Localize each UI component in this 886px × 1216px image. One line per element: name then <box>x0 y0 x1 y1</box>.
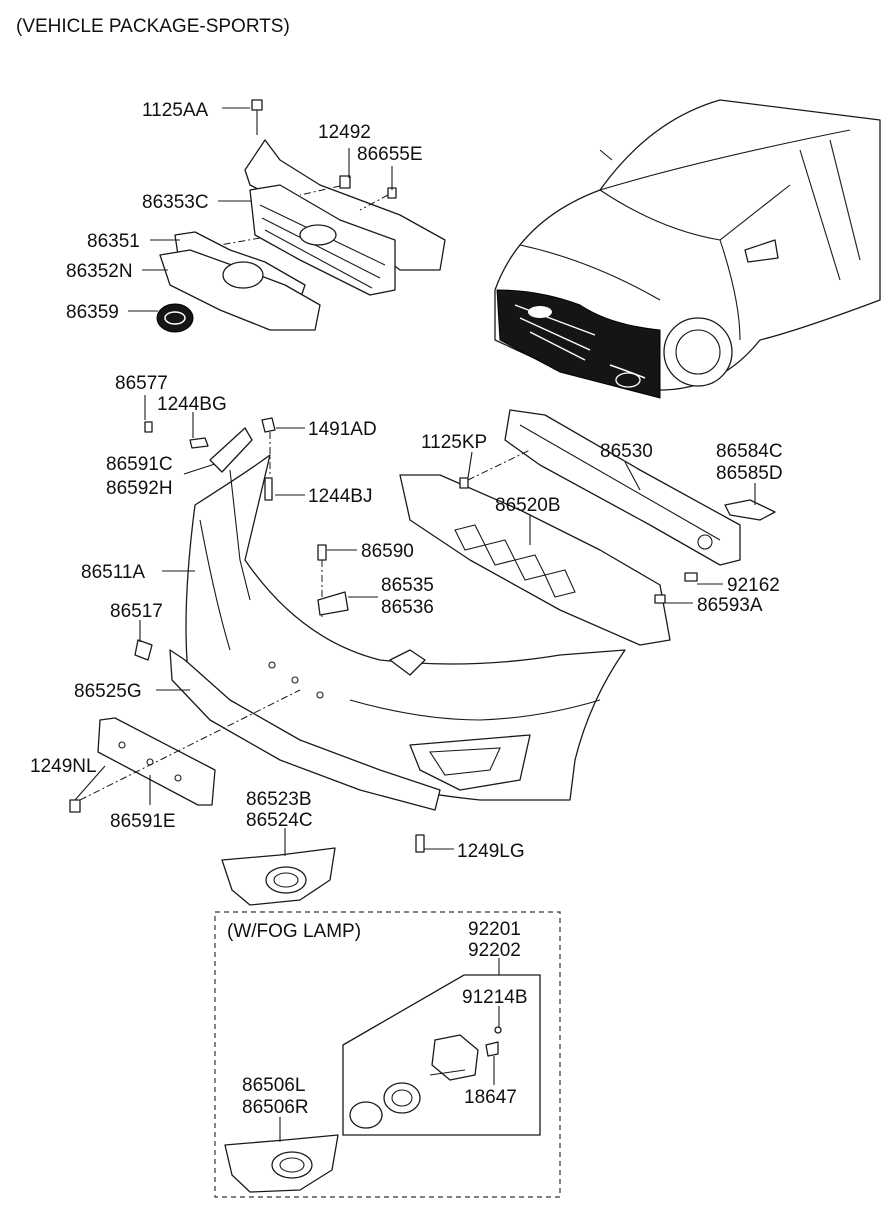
label-92202: 92202 <box>468 940 521 961</box>
label-1249NL: 1249NL <box>30 756 97 777</box>
label-86520B: 86520B <box>495 495 561 516</box>
fog-lamp-box <box>214 911 561 1198</box>
vehicle-illustration <box>494 99 881 399</box>
label-86524C: 86524C <box>246 810 313 831</box>
label-86584C: 86584C <box>716 441 783 462</box>
label-12492: 12492 <box>318 122 371 143</box>
label-86590: 86590 <box>361 541 414 562</box>
license-bracket-group <box>69 689 425 853</box>
label-86525G: 86525G <box>74 681 142 702</box>
label-86577: 86577 <box>115 373 168 394</box>
part-labels: 1125AA 12492 86655E 86353C 86351 86352N … <box>30 100 783 1118</box>
label-1249LG: 1249LG <box>457 841 525 862</box>
grille-assembly <box>156 99 446 333</box>
bumper-cover <box>134 454 626 811</box>
label-86506R: 86506R <box>242 1097 309 1118</box>
fog-lamp-inset <box>342 974 541 1136</box>
label-86523B: 86523B <box>246 789 312 810</box>
label-86359: 86359 <box>66 302 119 323</box>
label-86592H: 86592H <box>106 478 173 499</box>
label-92201: 92201 <box>468 919 521 940</box>
label-86591E: 86591E <box>110 811 176 832</box>
label-1125AA: 1125AA <box>142 100 209 121</box>
label-18647: 18647 <box>464 1087 517 1108</box>
label-1244BG: 1244BG <box>157 394 227 415</box>
label-86353C: 86353C <box>142 192 209 213</box>
label-86535: 86535 <box>381 575 434 596</box>
label-91214B: 91214B <box>462 987 528 1008</box>
label-86655E: 86655E <box>357 144 423 165</box>
leader-lines <box>74 107 756 1142</box>
fog-lamp-box-title: (W/FOG LAMP) <box>227 921 361 942</box>
label-1491AD: 1491AD <box>308 419 377 440</box>
label-86591C: 86591C <box>106 454 173 475</box>
diagram-title: (VEHICLE PACKAGE-SPORTS) <box>16 16 290 37</box>
fog-cover-86523B <box>221 847 336 906</box>
label-1125KP: 1125KP <box>421 432 487 453</box>
label-1244BJ: 1244BJ <box>308 486 372 507</box>
label-86585D: 86585D <box>716 463 783 484</box>
label-86352N: 86352N <box>66 261 133 282</box>
upper-bumper-hardware <box>144 417 276 501</box>
label-86517: 86517 <box>110 601 163 622</box>
label-86506L: 86506L <box>242 1075 305 1096</box>
label-92162: 92162 <box>727 575 780 596</box>
label-86530: 86530 <box>600 441 653 462</box>
label-86536: 86536 <box>381 597 434 618</box>
label-86593A: 86593A <box>697 595 763 616</box>
bumper-beam-group <box>399 409 776 646</box>
label-86351: 86351 <box>87 231 140 252</box>
fog-cover-86506 <box>224 1134 339 1193</box>
label-86511A: 86511A <box>81 562 145 583</box>
